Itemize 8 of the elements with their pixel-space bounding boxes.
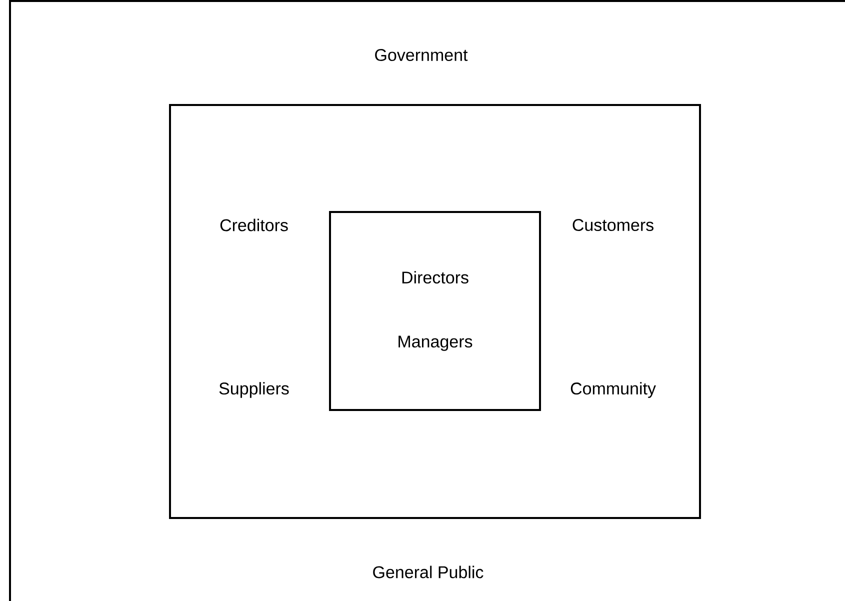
stakeholder-label: Community [570,382,656,398]
stakeholder-label: Government [375,49,468,62]
stakeholder-label: Creditors [220,218,288,232]
stakeholder-label: Suppliers [219,382,289,398]
stakeholder-label: Customers [572,219,654,232]
inner-box: Directors Managers [329,211,541,411]
outer-box [169,104,701,519]
stakeholder-label: General Public [373,566,484,578]
